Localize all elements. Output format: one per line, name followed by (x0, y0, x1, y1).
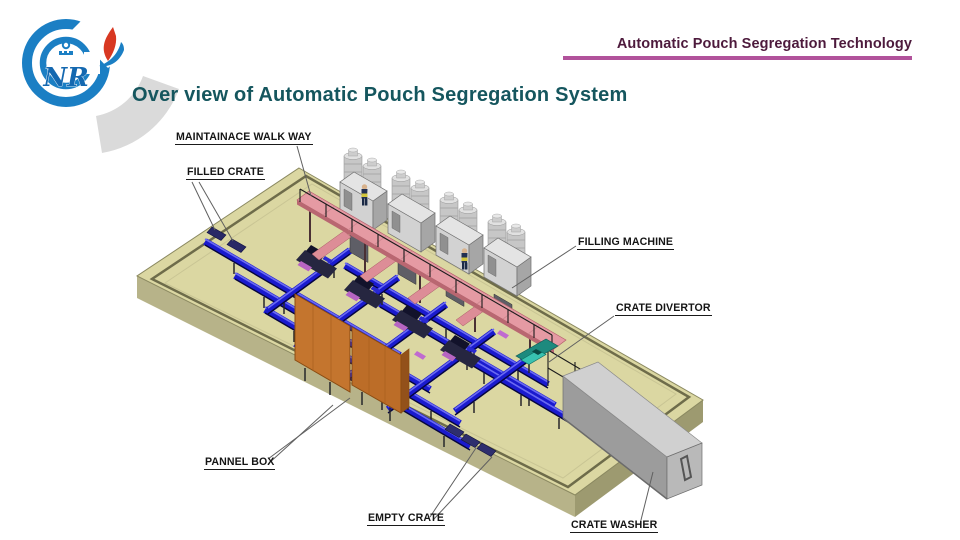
flame-icon (103, 27, 117, 61)
label-filled-crate: FILLED CRATE (186, 166, 265, 181)
crate-washer (562, 361, 703, 500)
maintenance-walkway (296, 188, 567, 362)
filled-crates (206, 226, 247, 253)
label-maintainace-walk-way: MAINTAINACE WALK WAY (175, 131, 313, 146)
company-logo: NR (22, 16, 124, 107)
empty-crates (444, 423, 497, 457)
pouch-machinery (296, 245, 509, 369)
walkway-railing (299, 188, 553, 348)
pannel-box (294, 293, 410, 421)
label-pannel-box: PANNEL BOX (204, 456, 276, 471)
platform-groove (149, 174, 692, 489)
label-crate-divertor: CRATE DIVERTOR (615, 302, 712, 317)
logo-backdrop-swoosh (96, 76, 179, 153)
header-accent-bar (563, 56, 912, 60)
leader-lines (191, 145, 654, 521)
cross-conveyor (265, 247, 353, 315)
label-empty-crate: EMPTY CRATE (367, 512, 446, 527)
conveyor-washer-feed (466, 356, 577, 429)
washer-handle (679, 454, 693, 482)
logo-dot-icon (61, 40, 71, 50)
label-filling-machine: FILLING MACHINE (577, 236, 675, 251)
crate-divertor (515, 338, 559, 365)
page-title: Over view of Automatic Pouch Segregation… (132, 84, 628, 106)
header-tagline: Automatic Pouch Segregation Technology (616, 36, 912, 52)
label-crate-washer: CRATE WASHER (570, 519, 659, 534)
logo-monogram: NR (42, 63, 88, 93)
